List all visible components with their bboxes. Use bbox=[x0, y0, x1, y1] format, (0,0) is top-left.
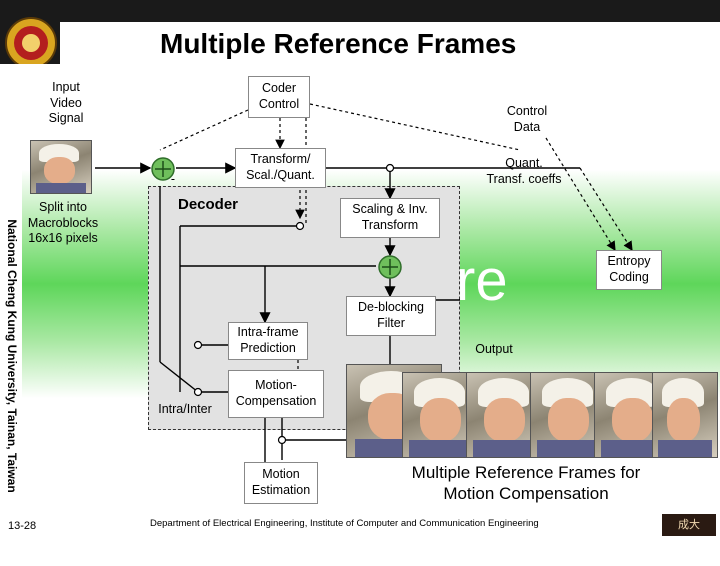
motion-compensation-box: Motion- Compensation bbox=[228, 370, 324, 418]
slide-title: Multiple Reference Frames bbox=[60, 22, 720, 66]
footer bbox=[0, 504, 720, 540]
university-seal-icon bbox=[5, 17, 57, 69]
transform-quant-box: Transform/ Scal./Quant. bbox=[235, 148, 326, 188]
subtract-node-icon bbox=[151, 157, 175, 181]
university-logo-icon: 成大 bbox=[662, 514, 716, 536]
multiple-reference-frames-caption: Multiple Reference Frames for Motion Com… bbox=[411, 463, 641, 504]
scaling-inverse-transform-box: Scaling & Inv. Transform bbox=[340, 198, 440, 238]
department-text: Department of Electrical Engineering, In… bbox=[150, 518, 539, 529]
intra-prediction-box: Intra-frame Prediction bbox=[228, 322, 308, 360]
entropy-coding-box: Entropy Coding bbox=[596, 250, 662, 290]
add-node-icon bbox=[378, 255, 402, 279]
decoder-label: Decoder bbox=[178, 196, 239, 213]
sidebar: National Cheng Kung University, Tainan, … bbox=[0, 64, 22, 504]
quant-coeffs-label: Quant. Transf. coeffs bbox=[486, 156, 562, 186]
background-watermark-text: re bbox=[456, 248, 508, 313]
intra-inter-label: Intra/Inter bbox=[158, 402, 212, 416]
page-number: 13-28 bbox=[8, 520, 37, 532]
deblocking-filter-box: De-blocking Filter bbox=[346, 296, 436, 336]
control-data-label: Control Data bbox=[506, 104, 548, 134]
reference-frames-strip bbox=[346, 364, 718, 458]
split-macroblocks-label: Split into Macroblocks 16x16 pixels bbox=[27, 200, 99, 246]
motion-estimation-box: Motion Estimation bbox=[244, 462, 318, 504]
input-video-label: Input Video Signal bbox=[48, 80, 84, 126]
minus-sign: - bbox=[170, 172, 176, 186]
coder-control-box: Coder Control bbox=[248, 76, 310, 118]
reference-frame-image bbox=[652, 372, 718, 458]
output-label: Output bbox=[475, 342, 513, 356]
input-frame-image bbox=[30, 140, 92, 194]
